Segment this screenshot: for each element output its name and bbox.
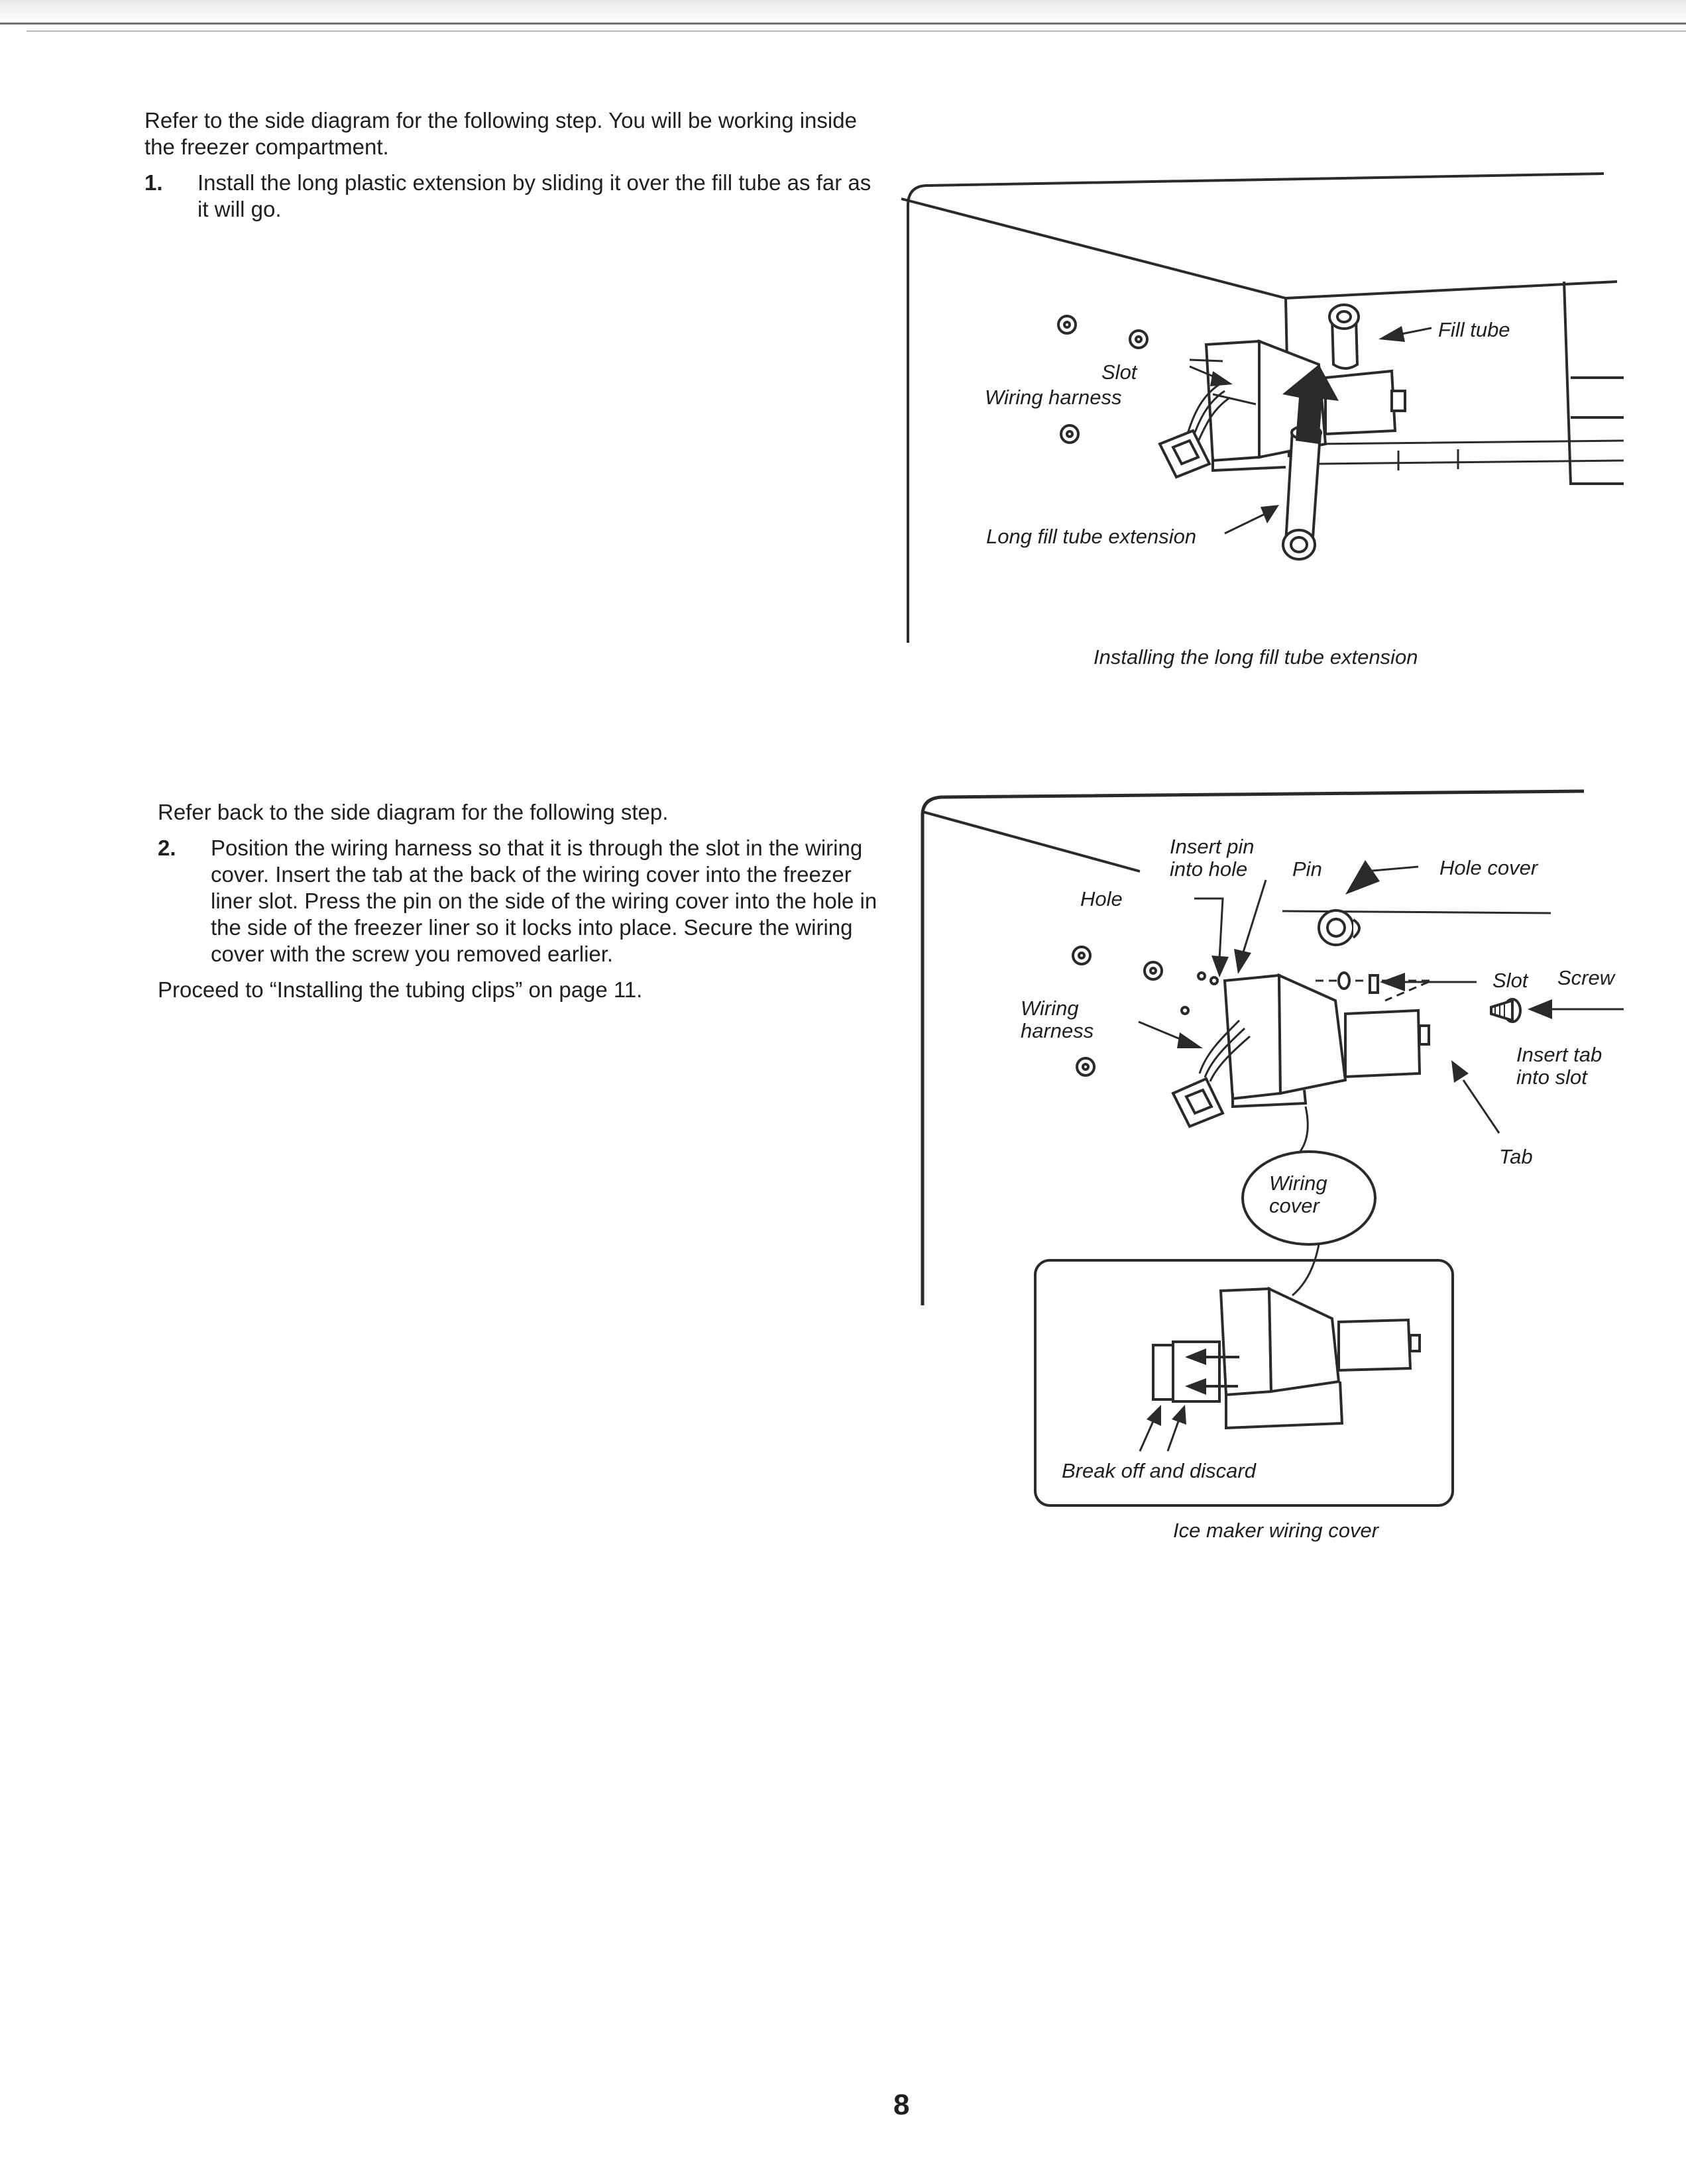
wiring-cover-callout xyxy=(1241,1150,1377,1246)
break-off-arrows xyxy=(1139,1405,1186,1452)
label-slot: Slot xyxy=(1101,360,1138,384)
step-1: 1. Install the long plastic extension by… xyxy=(144,170,880,223)
step-2: 2. Position the wiring harness so that i… xyxy=(158,835,893,967)
section-1-intro: Refer to the side diagram for the follow… xyxy=(144,108,857,159)
scan-edge-line xyxy=(27,30,1686,32)
inset-wiring-cover xyxy=(1152,1286,1421,1430)
label-insert-tab-2: into slot xyxy=(1516,1065,1588,1089)
label-tab: Tab xyxy=(1499,1145,1533,1168)
liner-holes xyxy=(1057,315,1149,444)
label-hole: Hole xyxy=(1080,887,1123,910)
callout-leader xyxy=(1292,1244,1320,1297)
step-2-number: 2. xyxy=(158,836,176,860)
section-2-text: Refer back to the side diagram for the f… xyxy=(158,799,893,1012)
label-long-extension: Long fill tube extension xyxy=(986,525,1196,548)
page-number: 8 xyxy=(893,2089,910,2121)
figure-1-caption: Installing the long fill tube extension xyxy=(1094,645,1418,669)
freezer-liner-outline xyxy=(907,172,1604,643)
freezer-ceiling-line-2 xyxy=(922,810,1141,873)
rail-lines xyxy=(1318,439,1624,470)
ice-maker-top-line xyxy=(1282,910,1551,914)
wiring-harness xyxy=(1158,383,1231,479)
screw xyxy=(1490,998,1522,1023)
label-insert-pin-1: Insert pin xyxy=(1170,835,1255,858)
section-1-text: Refer to the side diagram for the follow… xyxy=(144,107,880,232)
label-slot-2: Slot xyxy=(1492,969,1529,992)
leader-arrows-2 xyxy=(1138,860,1624,1161)
label-insert-tab-1: Insert tab xyxy=(1516,1043,1602,1066)
liner-holes-2 xyxy=(1072,946,1206,1077)
wiring-harness-2 xyxy=(1171,1019,1251,1128)
label-wiring-harness-2b: harness xyxy=(1021,1019,1094,1042)
step-1-text: Install the long plastic extension by sl… xyxy=(197,170,871,221)
section-2-intro: Refer back to the side diagram for the f… xyxy=(158,800,669,824)
label-wiring-cover-1: Wiring xyxy=(1269,1172,1327,1195)
hole-cover xyxy=(1318,909,1361,946)
label-hole-cover: Hole cover xyxy=(1439,856,1539,879)
fill-tube xyxy=(1328,303,1360,370)
figure-wiring-cover: Insert pin into hole Pin Hole cover Hole… xyxy=(921,789,1624,1542)
insert-direction-arrow xyxy=(1282,364,1339,444)
label-wiring-cover-2: cover xyxy=(1269,1194,1320,1217)
label-break-off: Break off and discard xyxy=(1062,1459,1257,1482)
step-1-number: 1. xyxy=(144,170,163,195)
freezer-ceiling-line xyxy=(901,197,1286,300)
label-fill-tube: Fill tube xyxy=(1438,318,1510,341)
scan-top-edge xyxy=(0,0,1686,25)
figure-fill-tube-extension: Fill tube Slot Wiring harness Long fill … xyxy=(901,172,1624,669)
label-wiring-harness-2a: Wiring xyxy=(1021,997,1079,1020)
proceed-note: Proceed to “Installing the tubing clips”… xyxy=(158,977,643,1002)
label-pin: Pin xyxy=(1292,857,1322,881)
freezer-liner-outline-2 xyxy=(921,789,1585,1305)
step-2-text: Position the wiring harness so that it i… xyxy=(211,836,877,966)
wiring-cover-2 xyxy=(1209,971,1432,1109)
label-wiring-harness: Wiring harness xyxy=(985,386,1121,409)
inset-box xyxy=(1034,1259,1454,1507)
label-screw: Screw xyxy=(1557,966,1616,989)
leader-arrows xyxy=(1189,326,1432,535)
figure-2-caption: Ice maker wiring cover xyxy=(1173,1519,1380,1542)
label-insert-pin-2: into hole xyxy=(1170,857,1247,881)
